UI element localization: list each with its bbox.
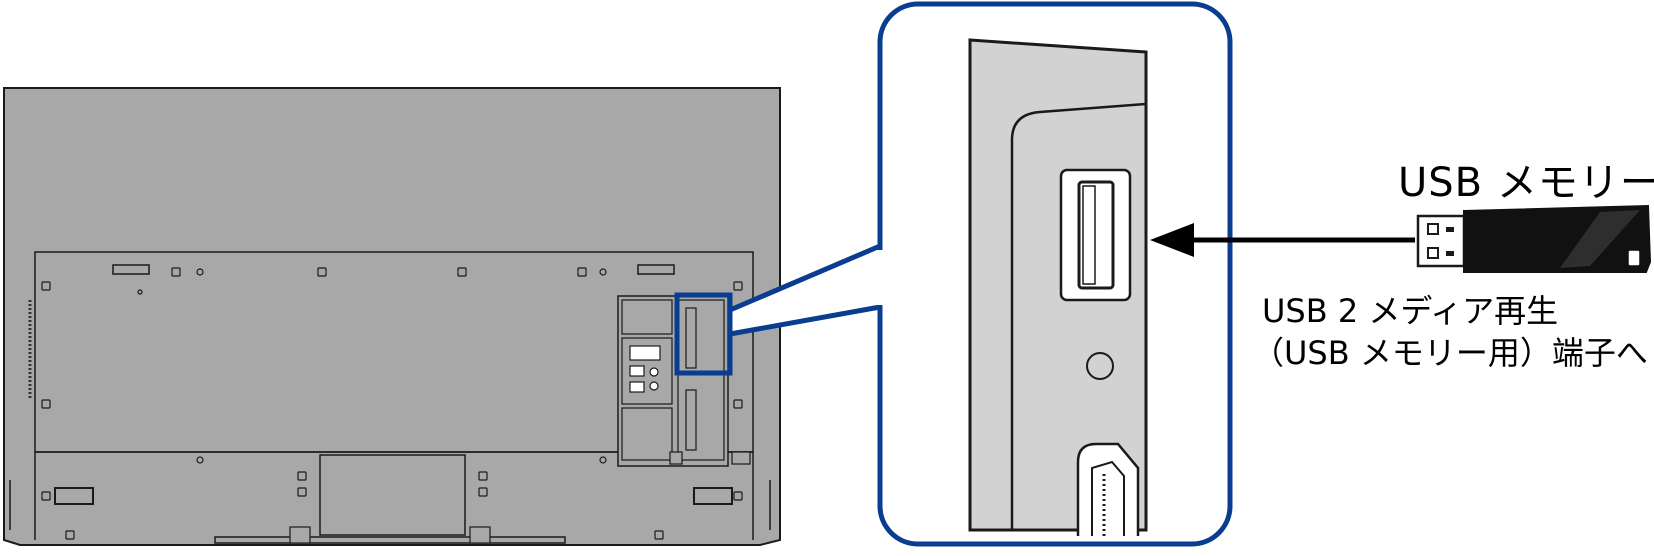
usb-memory-label: USB メモリー [1398,160,1654,206]
arrow-left-icon [1150,223,1415,257]
usb-port-label-line1: USB 2 メディア再生 [1262,292,1559,330]
usb-stick-icon [1416,204,1652,273]
terminal-area [617,295,751,467]
magnified-panel [968,38,1148,532]
tv-center-box [319,454,466,536]
tv-rear [3,87,781,546]
screw-holes [41,267,743,540]
callout [727,1,1233,547]
indicator-circle [1086,352,1114,380]
usb-port-label-line2: （USB メモリー用）端子へ [1252,334,1648,372]
